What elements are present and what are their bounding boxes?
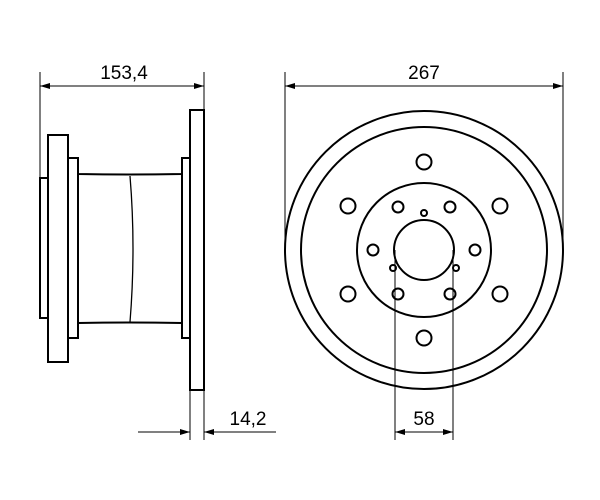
center-bore-label: 58 — [413, 409, 434, 430]
bolt-hole — [415, 329, 433, 347]
hub-hole — [391, 200, 405, 214]
dimension-disc-thickness: 14,2 — [138, 390, 276, 440]
side-hat-body — [68, 157, 190, 339]
overall-height-label: 153,4 — [100, 63, 148, 84]
center-bore-circle — [393, 219, 455, 281]
side-flange-step — [39, 177, 49, 319]
outer-diameter-label: 267 — [408, 63, 440, 84]
disc-outer-circle — [284, 110, 564, 390]
dimension-outer-diameter: 267 — [284, 63, 564, 250]
locator-hole — [389, 264, 397, 272]
hub-hole — [443, 200, 457, 214]
outer-bolt-holes — [339, 153, 509, 347]
locator-holes — [389, 209, 460, 272]
side-hat-contour — [129, 175, 134, 323]
hub-holes — [366, 200, 482, 301]
bolt-hole — [339, 285, 357, 303]
front-view — [284, 110, 564, 390]
bolt-hole — [339, 197, 357, 215]
disc-inner-ring-circle — [300, 126, 548, 374]
locator-hole — [420, 209, 428, 217]
side-disc — [189, 109, 205, 391]
bolt-hole — [415, 153, 433, 171]
dimension-center-bore: 58 — [394, 250, 454, 440]
hub-hole — [366, 243, 380, 257]
locator-hole — [452, 264, 460, 272]
bolt-hole — [491, 285, 509, 303]
side-view — [39, 109, 205, 391]
bolt-hole — [491, 197, 509, 215]
side-flange — [47, 134, 69, 363]
hub-circle — [356, 182, 492, 318]
disc-thickness-label: 14,2 — [230, 409, 267, 430]
dimension-overall-height: 153,4 — [39, 63, 205, 178]
hub-hole — [391, 287, 405, 301]
hub-hole — [468, 243, 482, 257]
hub-hole — [443, 287, 457, 301]
